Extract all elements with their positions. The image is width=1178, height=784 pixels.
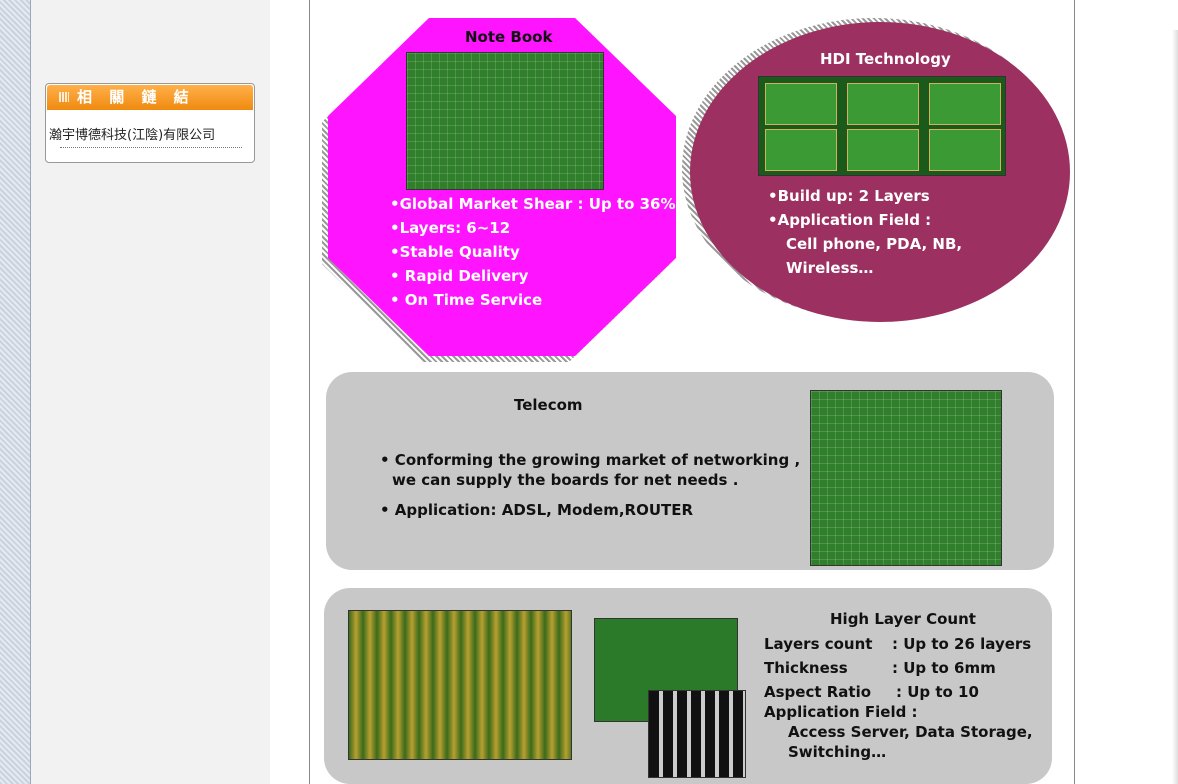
high-layer-backplane-image [348,610,572,760]
high-layer-label-2: Thickness [764,659,848,677]
high-layer-crosssection-image [648,690,746,778]
high-layer-label-3: Aspect Ratio [764,683,872,701]
high-layer-app-label: Application Field : [764,703,918,721]
hdi-line-2: •Application Field : [768,211,932,229]
telecom-title: Telecom [514,396,583,414]
notebook-bullet-4: • Rapid Delivery [390,267,529,285]
grid-icon [59,92,69,102]
hdi-line-4: Wireless… [786,259,874,277]
content-banner: Note Book •Global Market Shear : Up to 3… [309,0,1075,784]
high-layer-label-1: Layers count [764,635,873,653]
left-decorative-stripe [0,0,31,784]
related-links-title: 相 關 鏈 結 [77,88,195,106]
high-layer-app-line-1: Access Server, Data Storage, [788,723,1033,741]
notebook-bullet-2: •Layers: 6~12 [390,219,511,237]
hdi-title: HDI Technology [820,50,951,68]
hdi-line-1: •Build up: 2 Layers [768,187,930,205]
related-links-box: 相 關 鏈 結 瀚宇博德科技(江陰)有限公司 [45,83,255,163]
notebook-title: Note Book [465,28,553,46]
notebook-pcb-image [406,52,604,190]
high-layer-value-3: : Up to 10 [896,683,979,701]
notebook-bullet-3: •Stable Quality [390,243,520,261]
hdi-pcb-image [758,76,1006,176]
high-layer-app-line-2: Switching… [788,743,887,761]
telecom-line-1: • Conforming the growing market of netwo… [380,451,801,469]
telecom-line-3: • Application: ADSL, Modem,ROUTER [380,501,694,519]
telecom-line-2: we can supply the boards for net needs . [392,471,739,489]
high-layer-value-2: : Up to 6mm [892,659,996,677]
notebook-bullet-5: • On Time Service [390,291,543,309]
dotted-divider [60,147,242,148]
hdi-line-3: Cell phone, PDA, NB, [786,235,963,253]
related-links-header: 相 關 鏈 結 [47,85,253,110]
right-shadow [1172,30,1178,784]
high-layer-title: High Layer Count [830,610,976,628]
notebook-bullet-1: •Global Market Shear : Up to 36% [390,195,676,213]
related-link-item[interactable]: 瀚宇博德科技(江陰)有限公司 [49,128,216,143]
high-layer-value-1: : Up to 26 layers [892,635,1032,653]
telecom-pcb-image [810,390,1002,566]
